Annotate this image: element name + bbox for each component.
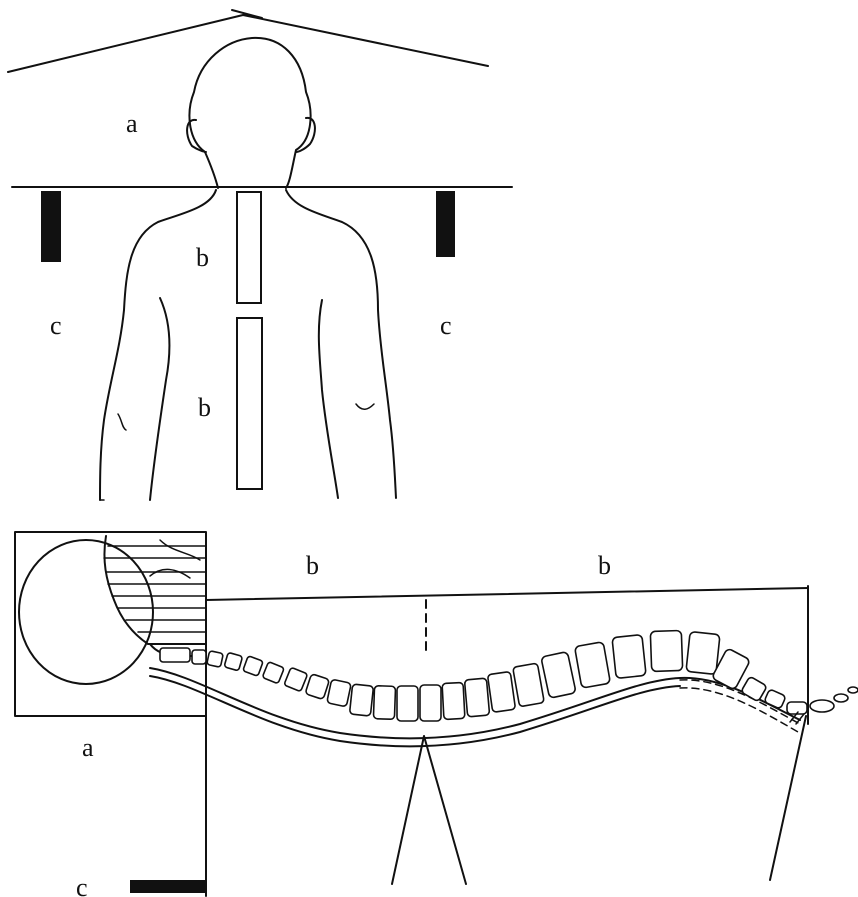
upper-spine-rect [237,192,261,303]
coccyx-segment [810,700,834,712]
vertebra [686,632,720,675]
lower-spine-rect [237,318,262,489]
vertebra [741,676,767,702]
vertebra [243,656,264,677]
vertebra [513,663,545,707]
skull-circle [19,540,153,684]
label-top-c-right: c [440,311,452,340]
vertebra [541,652,576,699]
vertebra [327,679,352,707]
right-elbow-mark [356,404,374,409]
right-torso-side [319,300,338,498]
label-top-c-left: c [50,311,62,340]
label-bottom-b-left: b [306,551,319,580]
center-support-lines [392,736,466,884]
head-box [15,532,206,896]
right-black-block [436,191,455,257]
lateral-spine-view: b b a c [15,532,858,897]
vertebra [284,667,308,691]
vertebra [464,678,489,717]
right-shoulder-arm [286,190,396,498]
end-support-line [770,716,806,880]
coccyx-segment [848,687,858,693]
label-bottom-a: a [82,733,94,762]
left-torso-side [150,298,169,500]
vertebra [612,635,646,679]
label-top-a: a [126,109,138,138]
vertebra [487,672,515,713]
vertebra [397,686,418,721]
vertebra [224,652,243,671]
label-top-b-upper: b [196,243,209,272]
vertebra [764,689,786,709]
vertebra [575,642,611,688]
left-elbow-mark [118,414,126,430]
cervical-hatching [104,536,206,644]
back-baseline [206,588,808,600]
left-shoulder-arm [100,190,216,500]
head-angle-lines [8,10,488,72]
bottom-black-block [130,880,206,893]
vertebra [192,650,206,664]
vertebra [207,651,224,668]
label-top-b-lower: b [198,393,211,422]
atlas-vertebra [160,648,190,662]
coccyx-segment [834,694,848,702]
label-bottom-b-right: b [598,551,611,580]
vertebra [305,674,330,700]
neck-left [205,152,218,188]
vertebral-bodies [207,630,858,721]
left-black-block [41,191,61,262]
back-view-figure: a b b c c [8,10,512,500]
child-head-outline [189,38,310,188]
vertebra [349,684,373,716]
vertebra [442,682,465,719]
vertebra [650,630,682,671]
label-bottom-c: c [76,873,88,897]
vertebra [420,685,441,721]
vertebra [262,662,284,684]
vertebra [373,686,395,720]
